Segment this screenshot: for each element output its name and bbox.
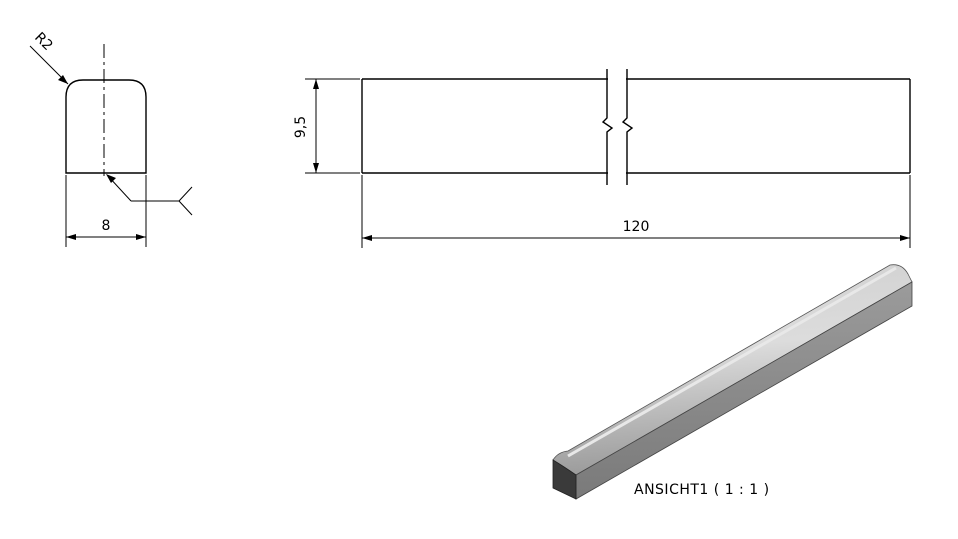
- height-arrow-bottom: [313, 163, 319, 173]
- height-arrow-top: [313, 79, 319, 89]
- length-arrow-right: [900, 235, 910, 241]
- end-view-outline: [65, 79, 147, 174]
- surface-symbol-a: [178, 186, 193, 202]
- length-arrow-left: [362, 235, 372, 241]
- width-arrow-right: [136, 234, 146, 240]
- width-arrow-left: [66, 234, 76, 240]
- view-label: ANSICHT1 ( 1 : 1 ): [634, 482, 770, 498]
- iso-side-face: [575, 281, 913, 500]
- end-view: R2 8: [29, 30, 193, 247]
- break-line-right: [621, 69, 634, 185]
- length-label: 120: [623, 219, 650, 235]
- iso-end-face: [552, 459, 577, 500]
- iso-highlight: [567, 266, 897, 458]
- surface-symbol-b: [178, 200, 193, 216]
- surface-arrow: [106, 174, 116, 183]
- break-line-left: [601, 69, 614, 185]
- width-label: 8: [102, 218, 111, 234]
- radius-arrow: [58, 75, 68, 84]
- isometric-view: [552, 264, 913, 500]
- height-label: 9,5: [293, 116, 309, 138]
- iso-top-surface: [552, 264, 913, 476]
- side-view: 9,5 120: [293, 69, 911, 248]
